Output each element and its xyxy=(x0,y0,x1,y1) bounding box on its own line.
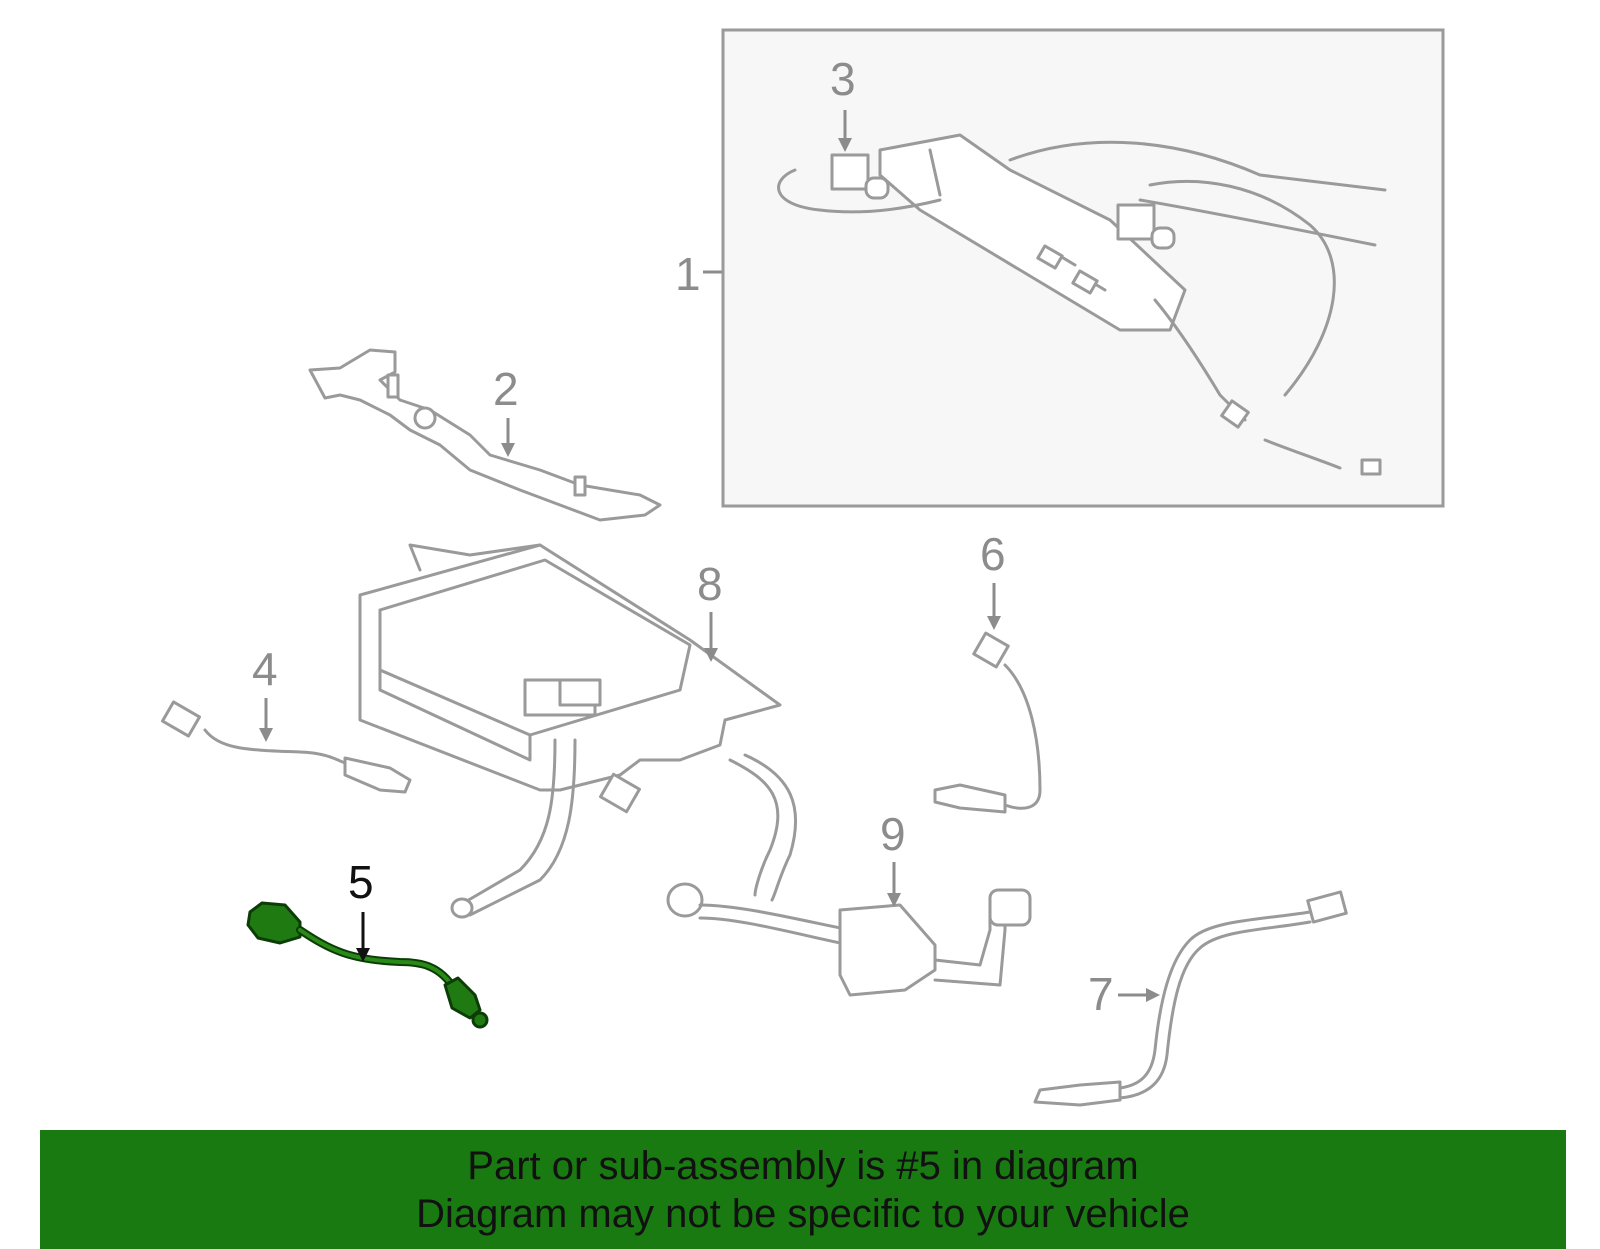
info-banner: Part or sub-assembly is #5 in diagram Di… xyxy=(40,1130,1566,1249)
part-7-sensor[interactable]: 7 xyxy=(1033,890,1348,1107)
callout-4[interactable]: 4 xyxy=(252,643,278,695)
part-5-sensor-highlighted[interactable]: 5 xyxy=(246,856,489,1029)
part-6-sensor[interactable]: 6 xyxy=(933,528,1042,814)
part-9-valve[interactable]: 9 xyxy=(666,808,1032,997)
banner-line-2: Diagram may not be specific to your vehi… xyxy=(416,1192,1190,1236)
callout-7[interactable]: 7 xyxy=(1088,968,1114,1020)
banner-line-1: Part or sub-assembly is #5 in diagram xyxy=(467,1144,1139,1188)
callout-3[interactable]: 3 xyxy=(830,53,856,105)
callout-8[interactable]: 8 xyxy=(697,558,723,610)
part-2-bracket[interactable]: 2 xyxy=(308,348,662,522)
callout-1[interactable]: 1 xyxy=(675,248,701,300)
callout-9[interactable]: 9 xyxy=(880,808,906,860)
assembly-1-inset[interactable]: 1 3 xyxy=(675,28,1445,508)
callout-6[interactable]: 6 xyxy=(980,528,1006,580)
callout-2[interactable]: 2 xyxy=(493,363,519,415)
part-4-sensor[interactable]: 4 xyxy=(161,643,412,794)
callout-5[interactable]: 5 xyxy=(348,856,374,908)
part-8-canister[interactable]: 8 xyxy=(358,543,798,919)
